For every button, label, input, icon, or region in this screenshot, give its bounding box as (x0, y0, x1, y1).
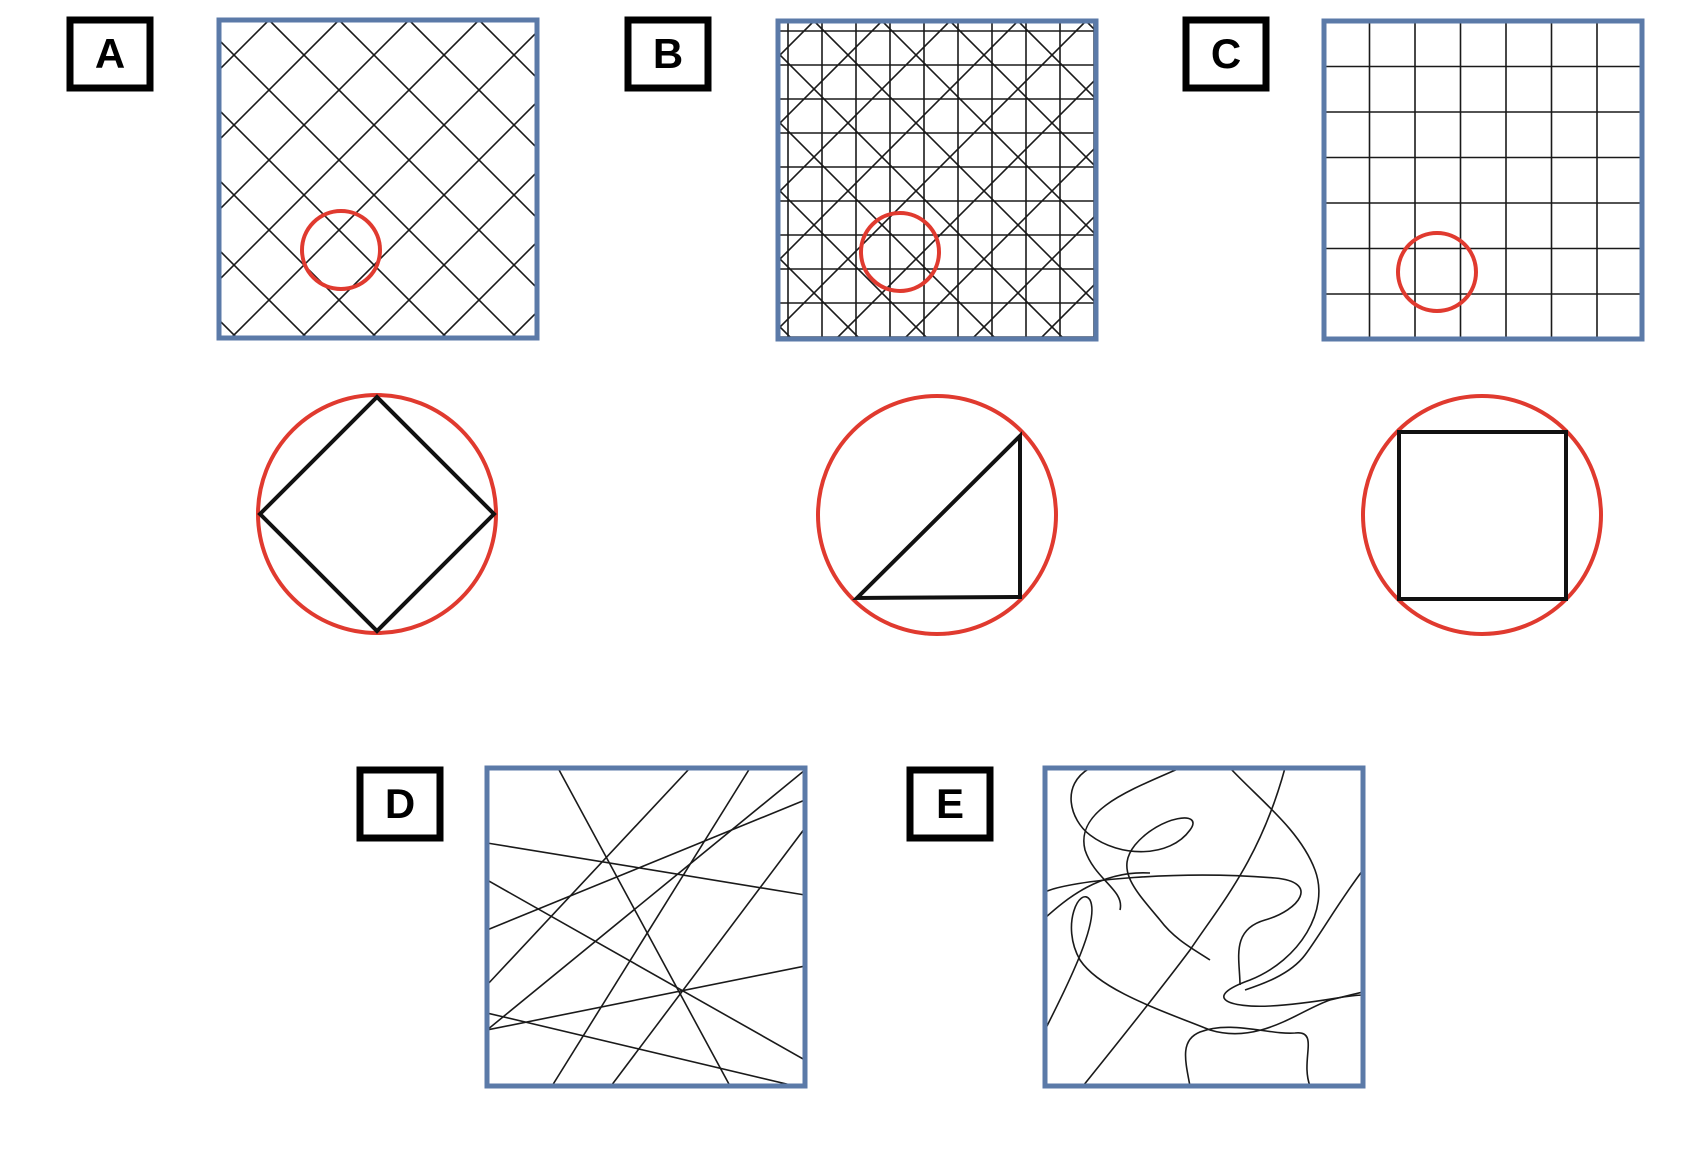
mesh-e-random-curves (1045, 768, 1363, 1086)
mesh-c-orthogonal-grid (1324, 21, 1642, 339)
mesh-line-diagonal (0, 20, 59, 338)
label-e-text: E (936, 780, 964, 827)
mesh-line-diagonal (219, 20, 410, 212)
mesh-b-orthogonal-diagonal-grid (156, 21, 1694, 339)
frame-a (216, 17, 540, 341)
mesh-line-diagonal (219, 20, 340, 142)
mesh-line-diagonal (219, 20, 480, 282)
panel-c: C (1182, 16, 1645, 636)
label-a-text: A (95, 30, 125, 77)
frame-c (1321, 18, 1645, 342)
mesh-a-diagonal-grid (0, 20, 1147, 338)
mesh-line-diagonal (300, 100, 537, 338)
mesh-line-diagonal (156, 21, 474, 339)
zoom-circle-a (256, 393, 498, 635)
mesh-line-diagonal (759, 20, 1077, 338)
mesh-line-diagonal (219, 108, 448, 338)
label-b: B (624, 16, 712, 92)
label-b-text: B (653, 30, 683, 77)
unit-cell-a-zoom (256, 393, 498, 635)
mesh-line-diagonal (778, 255, 861, 339)
unit-cell-diamond (257, 394, 497, 634)
panel-d: D (356, 765, 808, 1089)
label-d: D (356, 766, 444, 842)
panel-b: B (156, 16, 1694, 636)
label-e: E (906, 766, 994, 842)
mesh-line-diagonal (778, 21, 951, 195)
mesh-line-diagonal (292, 21, 610, 339)
mesh-line-diagonal (835, 77, 1096, 339)
highlight-circle-a (300, 209, 382, 291)
mesh-d-random-lines (487, 768, 805, 1086)
mesh-line-diagonal (949, 21, 1096, 169)
mesh-line-diagonal (338, 20, 537, 220)
highlight-circle-c (1396, 231, 1478, 313)
mesh-line-diagonal (230, 30, 537, 338)
zoom-circle-c (1361, 394, 1603, 636)
unit-cell-square (1397, 430, 1568, 601)
mesh-line-diagonal (219, 248, 308, 338)
mesh-line-diagonal (881, 21, 1096, 237)
highlight-circle-b (859, 211, 941, 293)
mesh-line-diagonal (778, 21, 883, 127)
mesh-line-diagonal (478, 20, 537, 80)
mesh-line-diagonal (1017, 21, 1096, 101)
frame-e (1042, 765, 1366, 1089)
unit-cell-right-triangle (852, 431, 1022, 601)
unit-cell-b-zoom (816, 394, 1058, 636)
mesh-line-diagonal (1290, 21, 1608, 339)
mesh-line-diagonal (778, 21, 1019, 263)
mesh-line-diagonal (689, 20, 1007, 338)
label-c-text: C (1211, 30, 1241, 77)
mesh-line-diagonal (440, 240, 537, 338)
mesh-line-diagonal (778, 187, 929, 339)
mesh-line-diagonal (829, 20, 1147, 338)
frame-d (484, 765, 808, 1089)
mesh-line-diagonal (1358, 21, 1676, 339)
mesh-line-diagonal (903, 145, 1096, 339)
mesh-line-diagonal (219, 38, 518, 338)
mesh-line-diagonal (268, 20, 537, 290)
frame-b (775, 18, 1099, 342)
mesh-line-diagonal (778, 119, 997, 339)
mesh-line-diagonal (1222, 21, 1540, 339)
panel-a: A (0, 16, 1147, 635)
mesh-line-diagonal (224, 21, 542, 339)
mesh-line-diagonal (1039, 281, 1096, 339)
mesh-line-diagonal (1426, 21, 1694, 339)
mesh-line-diagonal (408, 20, 537, 150)
unit-cell-c-zoom (1361, 394, 1603, 636)
zoom-circle-b (816, 394, 1058, 636)
label-d-text: D (385, 780, 415, 827)
mesh-line-diagonal (370, 170, 537, 338)
mesh-line-diagonal (778, 51, 1065, 339)
mesh-line-diagonal (971, 213, 1096, 339)
mesh-line-diagonal (778, 21, 1087, 331)
label-a: A (66, 16, 154, 92)
panel-e: E (906, 765, 1366, 1089)
label-c: C (1182, 16, 1270, 92)
mesh-line-diagonal (813, 21, 1096, 305)
